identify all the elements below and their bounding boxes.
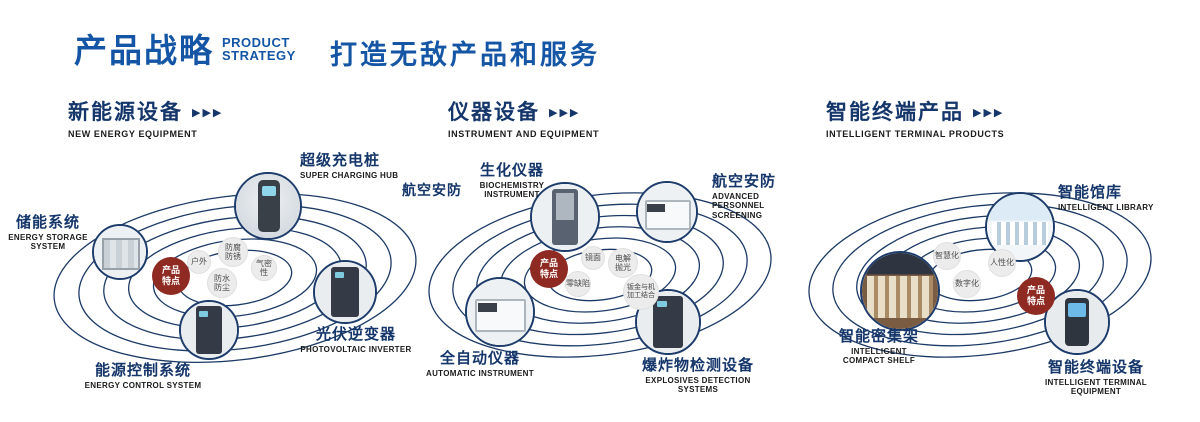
page-title-english: PRODUCT STRATEGY xyxy=(222,36,296,62)
label-biochemistry-instrument: 生化仪器 BIOCHEMISTRY INSTRUMENT xyxy=(479,162,545,200)
feature-bubble-sheetmetal-machining: 钣金与机加工结合 xyxy=(623,274,659,310)
node-intelligent-terminal-equipment xyxy=(1044,289,1110,355)
node-super-charging-hub xyxy=(234,172,302,240)
feature-bubble-digital: 数字化 xyxy=(953,270,981,298)
feature-bubble-electropolish: 电解抛光 xyxy=(608,248,638,278)
photovoltaic-inverter-photo xyxy=(315,262,375,322)
node-automatic-instrument xyxy=(465,277,535,347)
section-header-intelligent: 智能终端产品 ▶▶▶ INTELLIGENT TERMINAL PRODUCTS xyxy=(826,96,1004,139)
label-photovoltaic-inverter: 光伏逆变器 PHOTOVOLTAIC INVERTER xyxy=(300,326,412,355)
label-intelligent-compact-shelf: 智能密集架 INTELLIGENT COMPACT SHELF xyxy=(838,328,919,366)
feature-bubble-smart: 智慧化 xyxy=(933,242,961,270)
label-super-charging-hub: 超级充电桩 SUPER CHARGING HUB xyxy=(300,152,399,181)
automatic-instrument-photo xyxy=(467,279,533,345)
biochemistry-instrument-photo xyxy=(532,184,598,250)
node-energy-storage-system xyxy=(92,224,148,280)
intelligent-compact-shelf-photo xyxy=(862,253,938,329)
personnel-screening-photo xyxy=(638,183,696,241)
product-features-badge: 产品特点 xyxy=(530,250,568,288)
energy-control-system-photo xyxy=(181,302,237,358)
section-subtitle-intelligent: INTELLIGENT TERMINAL PRODUCTS xyxy=(826,129,1005,139)
super-charging-hub-photo xyxy=(236,174,300,238)
section-title-new-energy: 新能源设备 xyxy=(68,101,183,124)
feature-bubble-airtight: 气密性 xyxy=(251,255,277,281)
feature-bubble-outdoor: 户外 xyxy=(187,250,211,274)
node-biochemistry-instrument xyxy=(530,182,600,252)
label-energy-storage-system: 储能系统 ENERGY STORAGE SYSTEM xyxy=(8,214,88,252)
node-intelligent-compact-shelf xyxy=(860,251,940,331)
node-energy-control-system xyxy=(179,300,239,360)
page-title-english-line1: PRODUCT xyxy=(222,35,290,50)
product-features-badge: 产品特点 xyxy=(1017,277,1055,315)
product-features-badge: 产品特点 xyxy=(152,257,190,295)
section-subtitle-instruments: INSTRUMENT AND EQUIPMENT xyxy=(448,129,600,139)
arrows-icon: ▶▶▶ xyxy=(192,107,224,119)
product-features-badge-label: 产品特点 xyxy=(161,265,180,286)
section-title-intelligent: 智能终端产品 xyxy=(826,101,964,124)
intelligent-terminal-equipment-photo xyxy=(1046,291,1108,353)
page-title: 产品战略 xyxy=(74,32,214,69)
label-explosives-detection: 爆炸物检测设备 EXPLOSIVES DETECTION SYSTEMS xyxy=(641,357,754,395)
arrows-icon: ▶▶▶ xyxy=(549,107,581,119)
section-header-instruments: 仪器设备 ▶▶▶ INSTRUMENT AND EQUIPMENT xyxy=(448,96,599,139)
feature-bubble-zero-defect: 零缺陷 xyxy=(565,271,591,297)
section-subtitle-new-energy: NEW ENERGY EQUIPMENT xyxy=(68,129,198,139)
label-intelligent-terminal-equipment: 智能终端设备 INTELLIGENT TERMINAL EQUIPMENT xyxy=(1045,359,1147,397)
label-aviation-security-left: 航空安防 xyxy=(402,182,462,198)
tagline: 打造无敌产品和服务 xyxy=(330,40,600,70)
label-intelligent-library: 智能馆库 INTELLIGENT LIBRARY xyxy=(1058,184,1154,213)
feature-bubble-anticorrosion: 防腐防锈 xyxy=(218,237,248,267)
feature-bubble-waterproof: 防水防尘 xyxy=(207,268,237,298)
node-personnel-screening xyxy=(636,181,698,243)
product-features-badge-label: 产品特点 xyxy=(1026,285,1045,306)
label-energy-control-system: 能源控制系统 ENERGY CONTROL SYSTEM xyxy=(84,362,202,391)
arrows-icon: ▶▶▶ xyxy=(973,107,1005,119)
feature-bubble-humanized: 人性化 xyxy=(988,249,1016,277)
label-personnel-screening: 航空安防 ADVANCED PERSONNEL SCREENING xyxy=(712,173,777,220)
energy-storage-system-photo xyxy=(94,226,146,278)
page-title-english-line2: STRATEGY xyxy=(222,48,296,63)
product-features-badge-label: 产品特点 xyxy=(539,258,558,279)
node-photovoltaic-inverter xyxy=(313,260,377,324)
section-title-instruments: 仪器设备 xyxy=(448,101,540,124)
section-header-new-energy: 新能源设备 ▶▶▶ NEW ENERGY EQUIPMENT xyxy=(68,96,223,139)
feature-bubble-mirror-finish: 镜面 xyxy=(581,246,605,270)
label-automatic-instrument: 全自动仪器 AUTOMATIC INSTRUMENT xyxy=(426,350,534,379)
